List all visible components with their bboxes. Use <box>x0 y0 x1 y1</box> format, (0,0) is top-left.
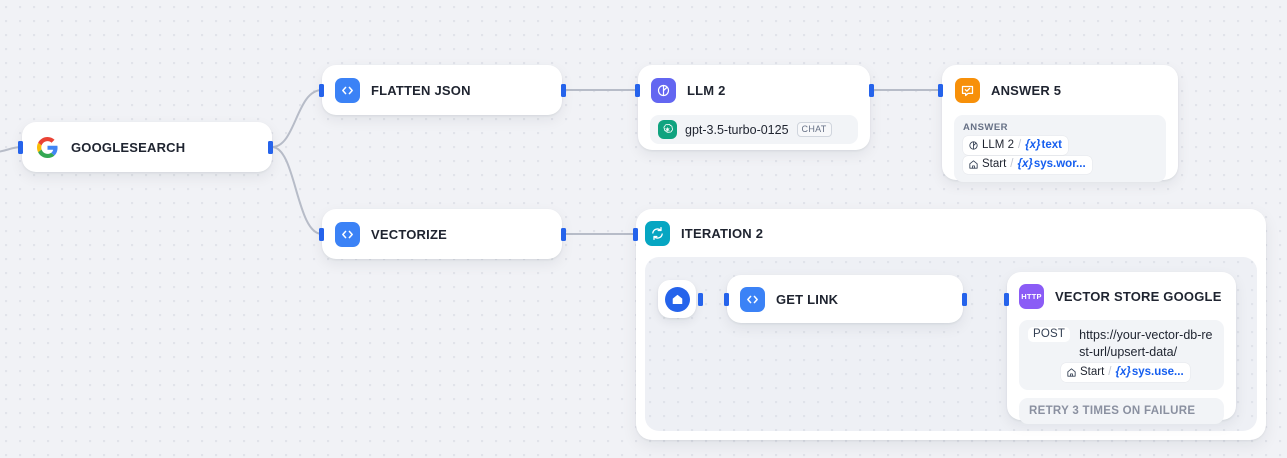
chip-separator: / <box>1017 138 1022 151</box>
llm-icon <box>651 77 676 103</box>
chip-node-ref: Start <box>968 157 1006 172</box>
node-flatten-json-title: FLATTEN JSON <box>371 82 471 98</box>
node-vectorize-title: VECTORIZE <box>371 226 447 242</box>
port-llm2-in[interactable] <box>635 84 640 97</box>
http-icon-label: HTTP <box>1021 291 1042 301</box>
home-icon <box>1067 367 1076 377</box>
port-googlesearch-out[interactable] <box>268 141 273 154</box>
port-llm2-out[interactable] <box>869 84 874 97</box>
openai-icon <box>658 120 677 139</box>
node-vector-store-google-header: HTTP VECTOR STORE GOOGLE <box>1007 272 1236 320</box>
port-iteration2-in[interactable] <box>633 228 638 241</box>
chip-node-name: LLM 2 <box>982 138 1014 151</box>
llm2-model-name: gpt-3.5-turbo-0125 <box>685 122 789 137</box>
vector-store-retry-note: RETRY 3 TIMES ON FAILURE <box>1019 397 1224 424</box>
variable-chip[interactable]: LLM 2 / {x}text <box>963 136 1068 155</box>
answer5-variable-row: LLM 2 / {x}text <box>963 136 1157 156</box>
answer-icon <box>955 77 980 103</box>
node-googlesearch-title: GOOGLESEARCH <box>71 139 186 155</box>
llm2-model-panel[interactable]: gpt-3.5-turbo-0125 CHAT <box>650 115 858 144</box>
node-vectorize[interactable]: VECTORIZE <box>322 209 562 259</box>
http-method: POST <box>1028 327 1071 342</box>
http-url: https://your-vector-db-rest-url/upsert-d… <box>1079 328 1213 359</box>
loop-icon <box>645 221 670 246</box>
home-icon <box>969 160 978 169</box>
chip-variable: {x}sys.wor... <box>1018 157 1086 172</box>
port-flatten-json-out[interactable] <box>561 84 566 97</box>
node-googlesearch[interactable]: GOOGLESEARCH <box>22 122 272 172</box>
node-llm2[interactable]: LLM 2 gpt-3.5-turbo-0125 CHAT <box>638 65 870 150</box>
node-iteration2-title: ITERATION 2 <box>681 226 764 241</box>
node-googlesearch-header: GOOGLESEARCH <box>22 122 272 172</box>
code-icon <box>335 77 360 103</box>
chip-node-ref: LLM 2 <box>968 138 1014 153</box>
chip-variable-name: sys.wor... <box>1033 158 1086 170</box>
node-iteration-start[interactable] <box>658 280 696 318</box>
code-icon <box>335 221 360 247</box>
code-icon <box>740 286 765 312</box>
vector-store-request-panel[interactable]: POST https://your-vector-db-rest-url/ups… <box>1019 320 1224 390</box>
chip-variable-prefix: {x} <box>1025 138 1041 151</box>
edge-googlesearch-to-vectorize <box>271 146 323 235</box>
llm2-model-badge: CHAT <box>796 122 832 137</box>
answer5-panel-label: ANSWER <box>963 122 1008 133</box>
node-answer5-header: ANSWER 5 <box>942 65 1178 115</box>
node-get-link-title: GET LINK <box>776 291 839 307</box>
home-icon <box>664 286 690 312</box>
port-iteration-start-out[interactable] <box>698 293 703 306</box>
node-iteration2-header: ITERATION 2 <box>645 221 763 246</box>
chip-variable-prefix: {x} <box>1017 158 1033 170</box>
node-flatten-json-header: FLATTEN JSON <box>322 65 562 115</box>
chip-node-ref: Start <box>1066 365 1104 380</box>
google-logo-icon <box>35 134 60 160</box>
variable-chip[interactable]: Start / {x}sys.wor... <box>963 155 1092 174</box>
answer5-panel[interactable]: ANSWER LLM 2 / {x}text <box>954 115 1166 182</box>
chip-node-name: Start <box>982 158 1007 170</box>
vector-store-request-row: POST https://your-vector-db-rest-url/ups… <box>1028 327 1215 361</box>
port-vectorize-in[interactable] <box>319 228 324 241</box>
chip-node-name: Start <box>1080 365 1105 378</box>
chip-variable: {x}text <box>1025 138 1062 153</box>
port-googlesearch-in[interactable] <box>18 141 23 154</box>
llm2-model-row: gpt-3.5-turbo-0125 CHAT <box>658 120 850 139</box>
node-answer5[interactable]: ANSWER 5 ANSWER LLM 2 / {x}text <box>942 65 1178 182</box>
port-flatten-json-in[interactable] <box>319 84 324 97</box>
chip-variable-name: sys.use... <box>1131 365 1184 378</box>
chip-separator: / <box>1010 158 1014 170</box>
chip-variable-prefix: {x} <box>1115 365 1131 378</box>
node-vector-store-google-title: VECTOR STORE GOOGLE <box>1055 288 1222 304</box>
port-get-link-out[interactable] <box>962 293 967 306</box>
node-llm2-header: LLM 2 <box>638 65 870 115</box>
vector-store-variable-row: Start / {x}sys.use... <box>1028 363 1215 383</box>
node-vector-store-google[interactable]: HTTP VECTOR STORE GOOGLE POST https://yo… <box>1007 272 1236 424</box>
node-answer5-title: ANSWER 5 <box>991 82 1062 98</box>
node-llm2-title: LLM 2 <box>687 82 726 98</box>
node-vectorize-header: VECTORIZE <box>322 209 562 259</box>
port-vectorize-out[interactable] <box>561 228 566 241</box>
chip-variable-name: text <box>1041 138 1062 151</box>
port-vector-store-in[interactable] <box>1004 293 1009 306</box>
edge-googlesearch-to-flatten-json <box>271 89 323 148</box>
node-flatten-json[interactable]: FLATTEN JSON <box>322 65 562 115</box>
http-icon: HTTP <box>1019 283 1044 309</box>
port-answer5-in[interactable] <box>938 84 943 97</box>
port-get-link-in[interactable] <box>724 293 729 306</box>
chip-variable: {x}sys.use... <box>1116 365 1184 380</box>
llm-icon <box>969 140 978 150</box>
node-get-link-header: GET LINK <box>727 275 963 323</box>
node-get-link[interactable]: GET LINK <box>727 275 963 323</box>
answer5-variable-row: Start / {x}sys.wor... <box>963 155 1157 176</box>
chip-separator: / <box>1108 365 1112 378</box>
variable-chip[interactable]: Start / {x}sys.use... <box>1061 363 1190 382</box>
